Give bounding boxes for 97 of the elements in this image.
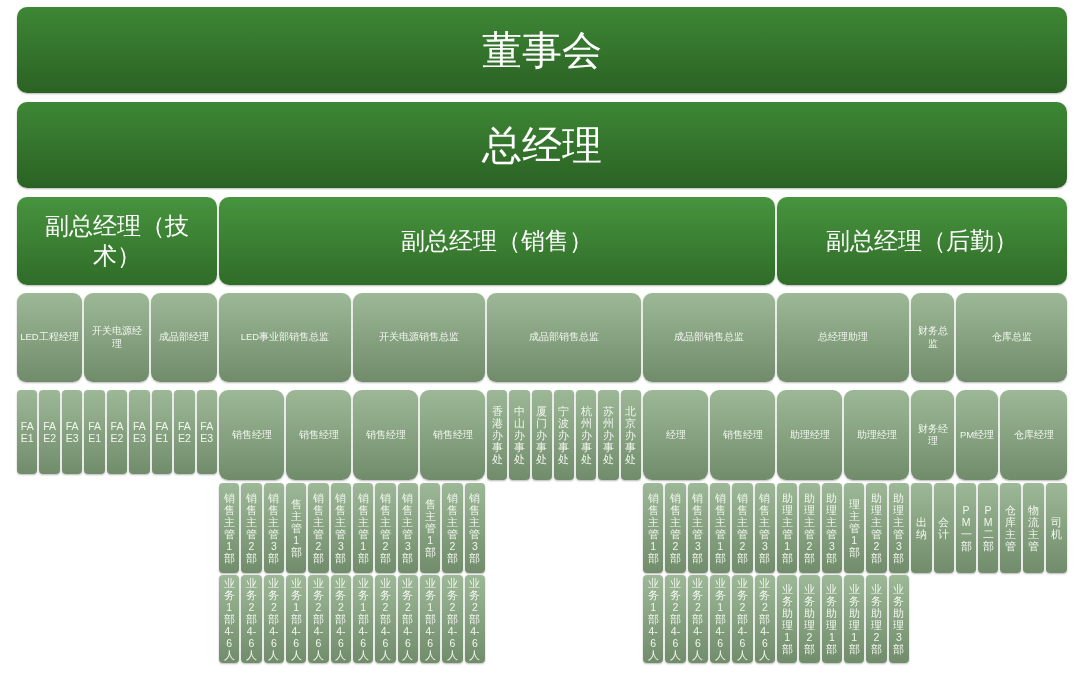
position-box: PM二部 (978, 483, 998, 573)
position-box: PM一部 (956, 483, 976, 573)
position-box: 助理经理 (844, 390, 909, 480)
position-box: 司机 (1046, 483, 1067, 573)
position-box: 销售主管2部 (442, 483, 463, 573)
position-box: 出纳 (911, 483, 932, 573)
position-box: FAE2 (39, 390, 60, 474)
position-box: FAE1 (17, 390, 38, 474)
position-box: 总经理助理 (777, 293, 909, 382)
position-box: 售主管1部 (286, 483, 307, 573)
position-box: FAE3 (129, 390, 150, 474)
position-box: 仓库经理 (1000, 390, 1067, 480)
position-box: 销售主管1部 (710, 483, 731, 573)
position-box: 仓库总监 (956, 293, 1067, 382)
position-box: 业务助理1部 (821, 575, 842, 663)
position-box: 业务2部4-6人 (397, 575, 418, 663)
position-box: FAE1 (151, 390, 173, 474)
position-box: 业务2部4-6人 (732, 575, 753, 663)
position-box: 销售经理 (353, 390, 418, 480)
position-box: 理主管1部 (844, 483, 865, 573)
position-box: 业务2部4-6人 (687, 575, 708, 663)
position-box: 香港办事处 (487, 390, 508, 480)
position-box: 业务1部4-6人 (353, 575, 374, 663)
position-box: 总经理 (17, 102, 1067, 188)
position-box: 销售经理 (286, 390, 351, 480)
position-box: 业务助理2部 (866, 575, 887, 663)
position-box: 销售主管2部 (732, 483, 753, 573)
position-box: 助理主管2部 (866, 483, 887, 573)
position-box: 业务1部4-6人 (643, 575, 664, 663)
position-box: 业务1部4-6人 (219, 575, 240, 663)
position-box: 业务1部4-6人 (710, 575, 731, 663)
position-box: 销售主管1部 (353, 483, 374, 573)
position-box: 苏州办事处 (598, 390, 619, 480)
position-box: FAE2 (174, 390, 195, 474)
position-box: 业务2部4-6人 (754, 575, 775, 663)
position-box: 助理主管1部 (777, 483, 798, 573)
position-box: 销售主管3部 (464, 483, 485, 573)
position-box: 副总经理（销售） (219, 197, 775, 285)
position-box: 成品部经理 (151, 293, 217, 382)
position-box: FAE1 (84, 390, 105, 474)
position-box: 物流主管 (1023, 483, 1044, 573)
position-box: 业务2部4-6人 (263, 575, 284, 663)
position-box: 销售主管3部 (263, 483, 284, 573)
position-box: 宁波办事处 (553, 390, 575, 480)
position-box: 业务助理1部 (777, 575, 798, 663)
position-box: 会计 (933, 483, 954, 573)
position-box: 销售经理 (219, 390, 284, 480)
position-box: 仓库主管 (1000, 483, 1021, 573)
position-box: PM经理 (956, 390, 998, 480)
position-box: 开关电源销售总监 (353, 293, 485, 382)
position-box: 财务总监 (911, 293, 954, 382)
position-box: 成品部销售总监 (643, 293, 775, 382)
position-box: 副总经理（技术） (17, 197, 217, 285)
position-box: 销售经理 (710, 390, 775, 480)
position-box: 副总经理（后勤） (777, 197, 1067, 285)
position-box: 厦门办事处 (531, 390, 552, 480)
position-box: LED事业部销售总监 (219, 293, 351, 382)
position-box: 业务助理2部 (799, 575, 820, 663)
position-box: 业务1部4-6人 (286, 575, 307, 663)
position-box: 助理主管2部 (799, 483, 820, 573)
position-box: 财务经理 (911, 390, 954, 480)
position-box: 销售经理 (420, 390, 485, 480)
position-box: 售主管1部 (420, 483, 441, 573)
position-box: 杭州办事处 (576, 390, 597, 480)
position-box: 助理主管3部 (821, 483, 842, 573)
position-box: 中山办事处 (509, 390, 530, 480)
position-box: 业务2部4-6人 (330, 575, 351, 663)
position-box: 业务2部4-6人 (308, 575, 329, 663)
position-box: 经理 (643, 390, 708, 480)
position-box: 北京办事处 (620, 390, 641, 480)
position-box: 业务2部4-6人 (442, 575, 463, 663)
position-box: 销售主管2部 (241, 483, 262, 573)
position-box: 销售主管2部 (375, 483, 396, 573)
position-box: 销售主管3部 (397, 483, 418, 573)
position-box: 开关电源经理 (84, 293, 149, 382)
position-box: 业务2部4-6人 (241, 575, 262, 663)
position-box: 销售主管3部 (330, 483, 351, 573)
position-box: 销售主管1部 (219, 483, 240, 573)
position-box: FAE2 (106, 390, 128, 474)
position-box: 业务助理1部 (844, 575, 865, 663)
position-box: 业务1部4-6人 (420, 575, 441, 663)
position-box: FAE3 (61, 390, 83, 474)
position-box: LED工程经理 (17, 293, 82, 382)
position-box: FAE3 (196, 390, 217, 474)
position-box: 董事会 (17, 7, 1067, 93)
position-box: 销售主管3部 (754, 483, 775, 573)
position-box: 助理主管3部 (888, 483, 909, 573)
position-box: 销售主管2部 (308, 483, 329, 573)
position-box: 销售主管2部 (665, 483, 686, 573)
position-box: 销售主管1部 (643, 483, 664, 573)
position-box: 销售主管3部 (687, 483, 708, 573)
position-box: 成品部销售总监 (487, 293, 641, 382)
position-box: 助理经理 (777, 390, 842, 480)
position-box: 业务2部4-6人 (464, 575, 485, 663)
position-box: 业务助理3部 (888, 575, 909, 663)
position-box: 业务2部4-6人 (665, 575, 686, 663)
position-box: 业务2部4-6人 (375, 575, 396, 663)
